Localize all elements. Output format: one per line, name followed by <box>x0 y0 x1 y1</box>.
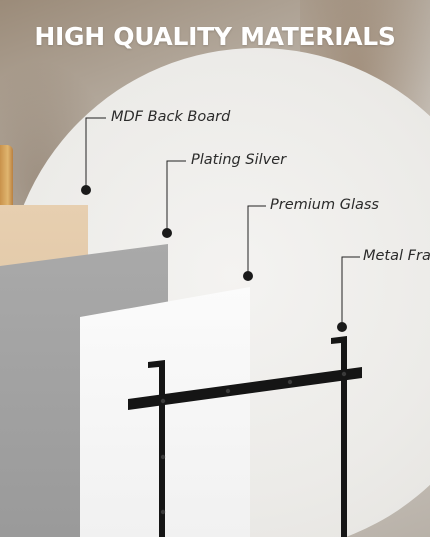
callout-label-mdf-back-board: MDF Back Board <box>111 109 231 125</box>
leader-lines <box>85 117 360 327</box>
callout-dot-glass <box>243 271 253 281</box>
callout-label-premium-glass: Premium Glass <box>270 197 379 213</box>
callout-dot-mdf <box>81 185 91 195</box>
wood-frame-edge <box>0 145 13 220</box>
callout-label-metal-frame: Metal Fra <box>363 248 430 264</box>
callout-dot-silver <box>162 228 172 238</box>
page-title: HIGH QUALITY MATERIALS <box>34 22 396 51</box>
callout-label-plating-silver: Plating Silver <box>191 152 287 168</box>
callout-dot-frame <box>337 322 347 332</box>
metal-frame <box>128 336 362 537</box>
leader-dots <box>81 185 347 332</box>
